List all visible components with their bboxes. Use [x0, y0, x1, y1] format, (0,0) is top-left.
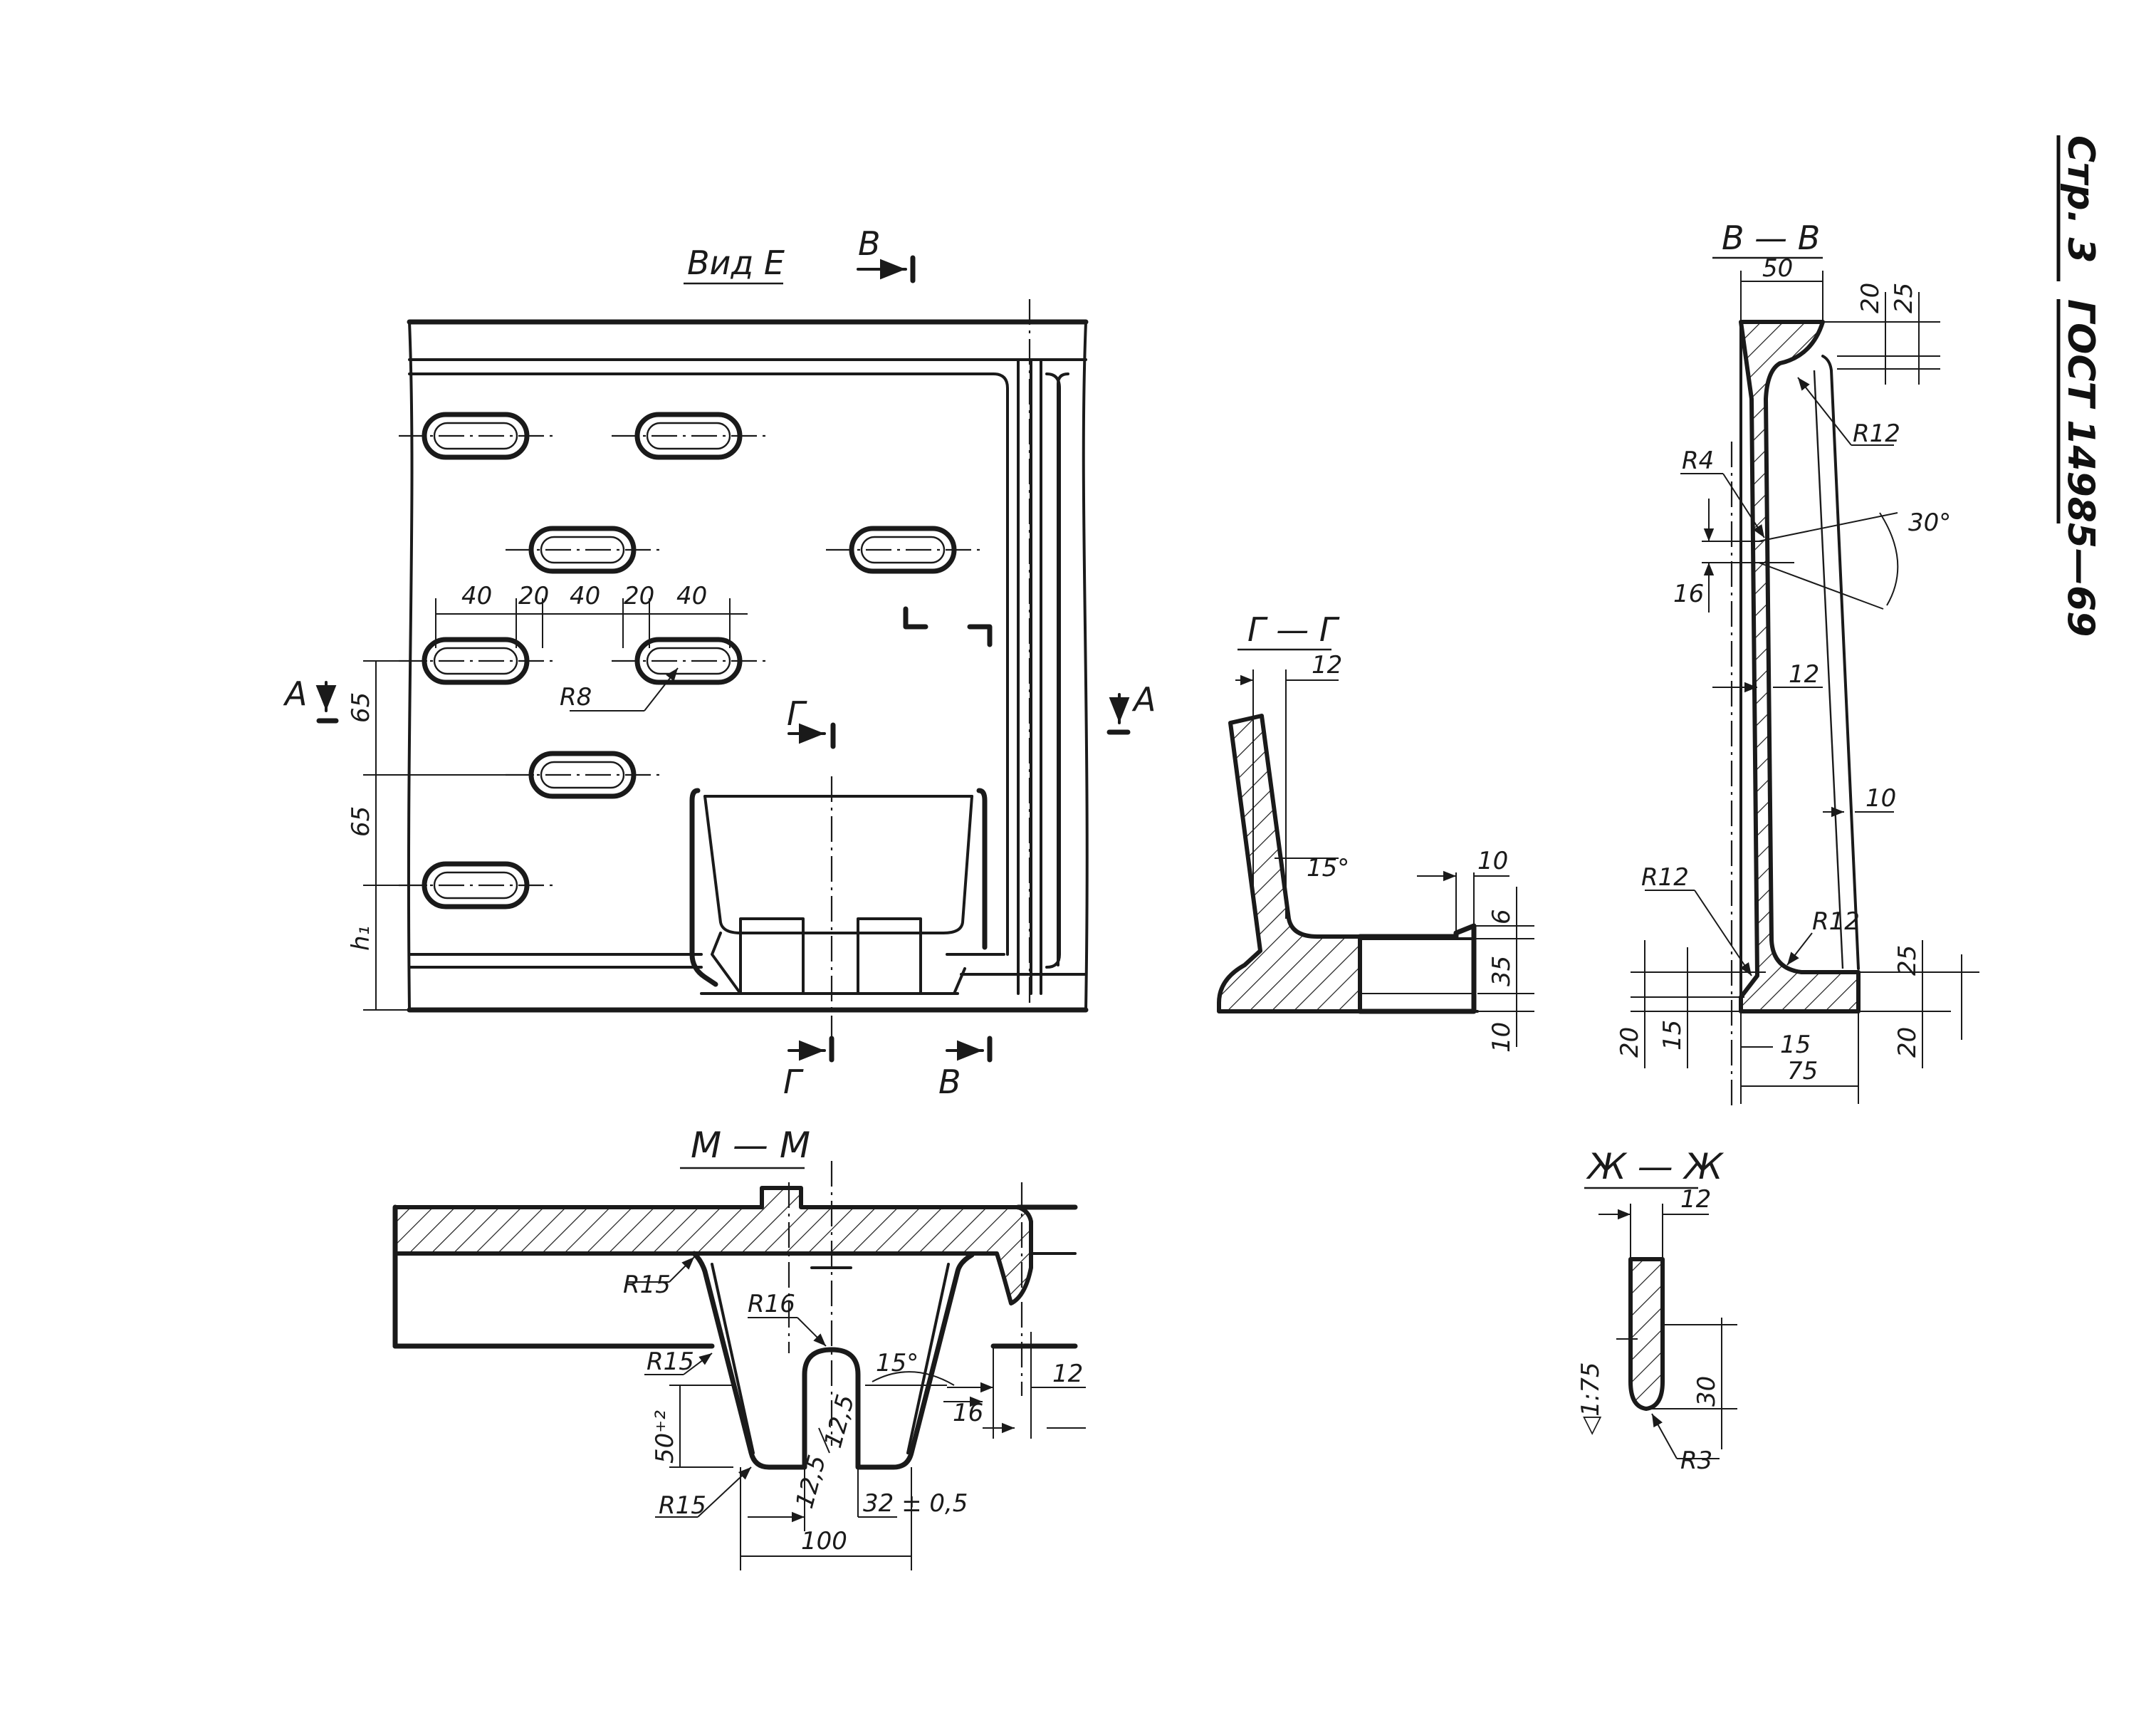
section-bb-title: В — В	[1722, 219, 1820, 257]
section-zz-title: Ж — Ж	[1586, 1146, 1725, 1187]
section-mm: М — М R15 R16 R15 15° 12 1	[392, 1125, 1086, 1570]
section-bb: В — В 50 20 25 R12 R4 30° 16 12	[1616, 219, 1979, 1111]
mm-dim-12: 12	[1052, 1360, 1083, 1388]
gg-angle-15: 15°	[1307, 854, 1349, 882]
bb-dim-20-left: 20	[1616, 1027, 1644, 1058]
section-arrow-a-right-label: А	[1131, 680, 1156, 719]
bb-dim-25-top: 25	[1890, 283, 1918, 313]
standard-number: ГОСТ 14985—69	[2059, 299, 2102, 637]
section-arrow-a-left-label: А	[283, 674, 307, 713]
mm-angle-15: 15°	[876, 1349, 919, 1377]
zz-taper: ◁1:75	[1576, 1362, 1605, 1436]
section-gg: Г — Г 12 15° 10 6 35 10	[1217, 610, 1534, 1053]
section-arrow-b-bottom-label: В	[938, 1063, 961, 1101]
slot-dims: 40 20 40 20 40 R8	[435, 582, 748, 712]
mm-dim-16: 16	[953, 1399, 983, 1427]
mm-dim-r15-bottom: R15	[659, 1491, 706, 1520]
bb-dim-10: 10	[1865, 784, 1896, 813]
mm-dim-r15-top: R15	[623, 1271, 671, 1299]
bb-dim-r12-left: R12	[1641, 863, 1689, 892]
view-e-title: Вид Е	[687, 244, 785, 282]
bb-dim-r4: R4	[1682, 447, 1714, 475]
dim-20-b: 20	[624, 582, 654, 610]
vertical-dims: 65 65 h₁	[347, 660, 534, 1011]
gg-dim-35: 35	[1487, 956, 1516, 986]
bb-dim-15-bottom: 15	[1780, 1031, 1811, 1059]
zz-dim-30: 30	[1692, 1376, 1721, 1407]
bb-dim-20-top: 20	[1856, 283, 1885, 313]
section-arrow-b-label: В	[858, 224, 881, 263]
bb-dim-25-right: 25	[1893, 945, 1922, 976]
section-arrow-g-bottom-label: Г	[783, 1063, 804, 1101]
bb-dim-r12-top: R12	[1853, 419, 1900, 448]
dim-40-c: 40	[676, 582, 707, 610]
section-zz: Ж — Ж 12 ◁1:75 30 R3	[1576, 1146, 1737, 1475]
mm-dim-32: 32 ± 0,5	[863, 1489, 968, 1518]
mm-dim-100: 100	[801, 1527, 847, 1555]
bb-dim-50: 50	[1762, 254, 1793, 283]
dim-h1: h₁	[347, 926, 375, 951]
bb-dim-12: 12	[1789, 660, 1819, 689]
gg-dim-10-top: 10	[1477, 847, 1508, 875]
section-mm-title: М — М	[691, 1125, 810, 1166]
bb-dim-r12-right: R12	[1812, 907, 1860, 936]
bb-dim-75: 75	[1787, 1057, 1818, 1085]
dim-65-a: 65	[347, 692, 375, 723]
mm-dim-12-5-b: 12,5	[790, 1452, 832, 1511]
bb-dim-15-left: 15	[1658, 1020, 1687, 1051]
mm-dim-r15-mid: R15	[647, 1348, 694, 1376]
zz-dim-12: 12	[1680, 1185, 1711, 1214]
dim-65-b: 65	[347, 806, 375, 837]
page-header: Стр. 3 ГОСТ 14985—69	[2056, 135, 2102, 637]
view-e: Вид Е В	[283, 224, 1156, 1101]
bb-angle-30: 30°	[1908, 509, 1951, 537]
section-arrow-g-top-label: Г	[787, 694, 807, 733]
mm-dim-12-5-a: 12,5	[819, 1392, 860, 1451]
mm-dim-50: 50⁺²	[651, 1410, 679, 1464]
dim-20-a: 20	[518, 582, 549, 610]
gg-dim-12: 12	[1312, 651, 1342, 679]
slot-pattern	[399, 412, 980, 909]
gg-dim-10-bottom: 10	[1487, 1022, 1516, 1053]
section-gg-title: Г — Г	[1247, 610, 1340, 649]
dim-40-b: 40	[570, 582, 600, 610]
page-label: Стр. 3	[2059, 135, 2102, 264]
pocket-detail	[689, 776, 1005, 1043]
dim-40-a: 40	[461, 582, 492, 610]
zz-dim-r3: R3	[1680, 1447, 1712, 1475]
bb-dim-16: 16	[1673, 580, 1704, 608]
gg-dim-6: 6	[1487, 909, 1516, 924]
bb-dim-20-right: 20	[1893, 1027, 1922, 1058]
dim-r8: R8	[560, 683, 592, 712]
mm-dim-r16: R16	[748, 1290, 795, 1318]
